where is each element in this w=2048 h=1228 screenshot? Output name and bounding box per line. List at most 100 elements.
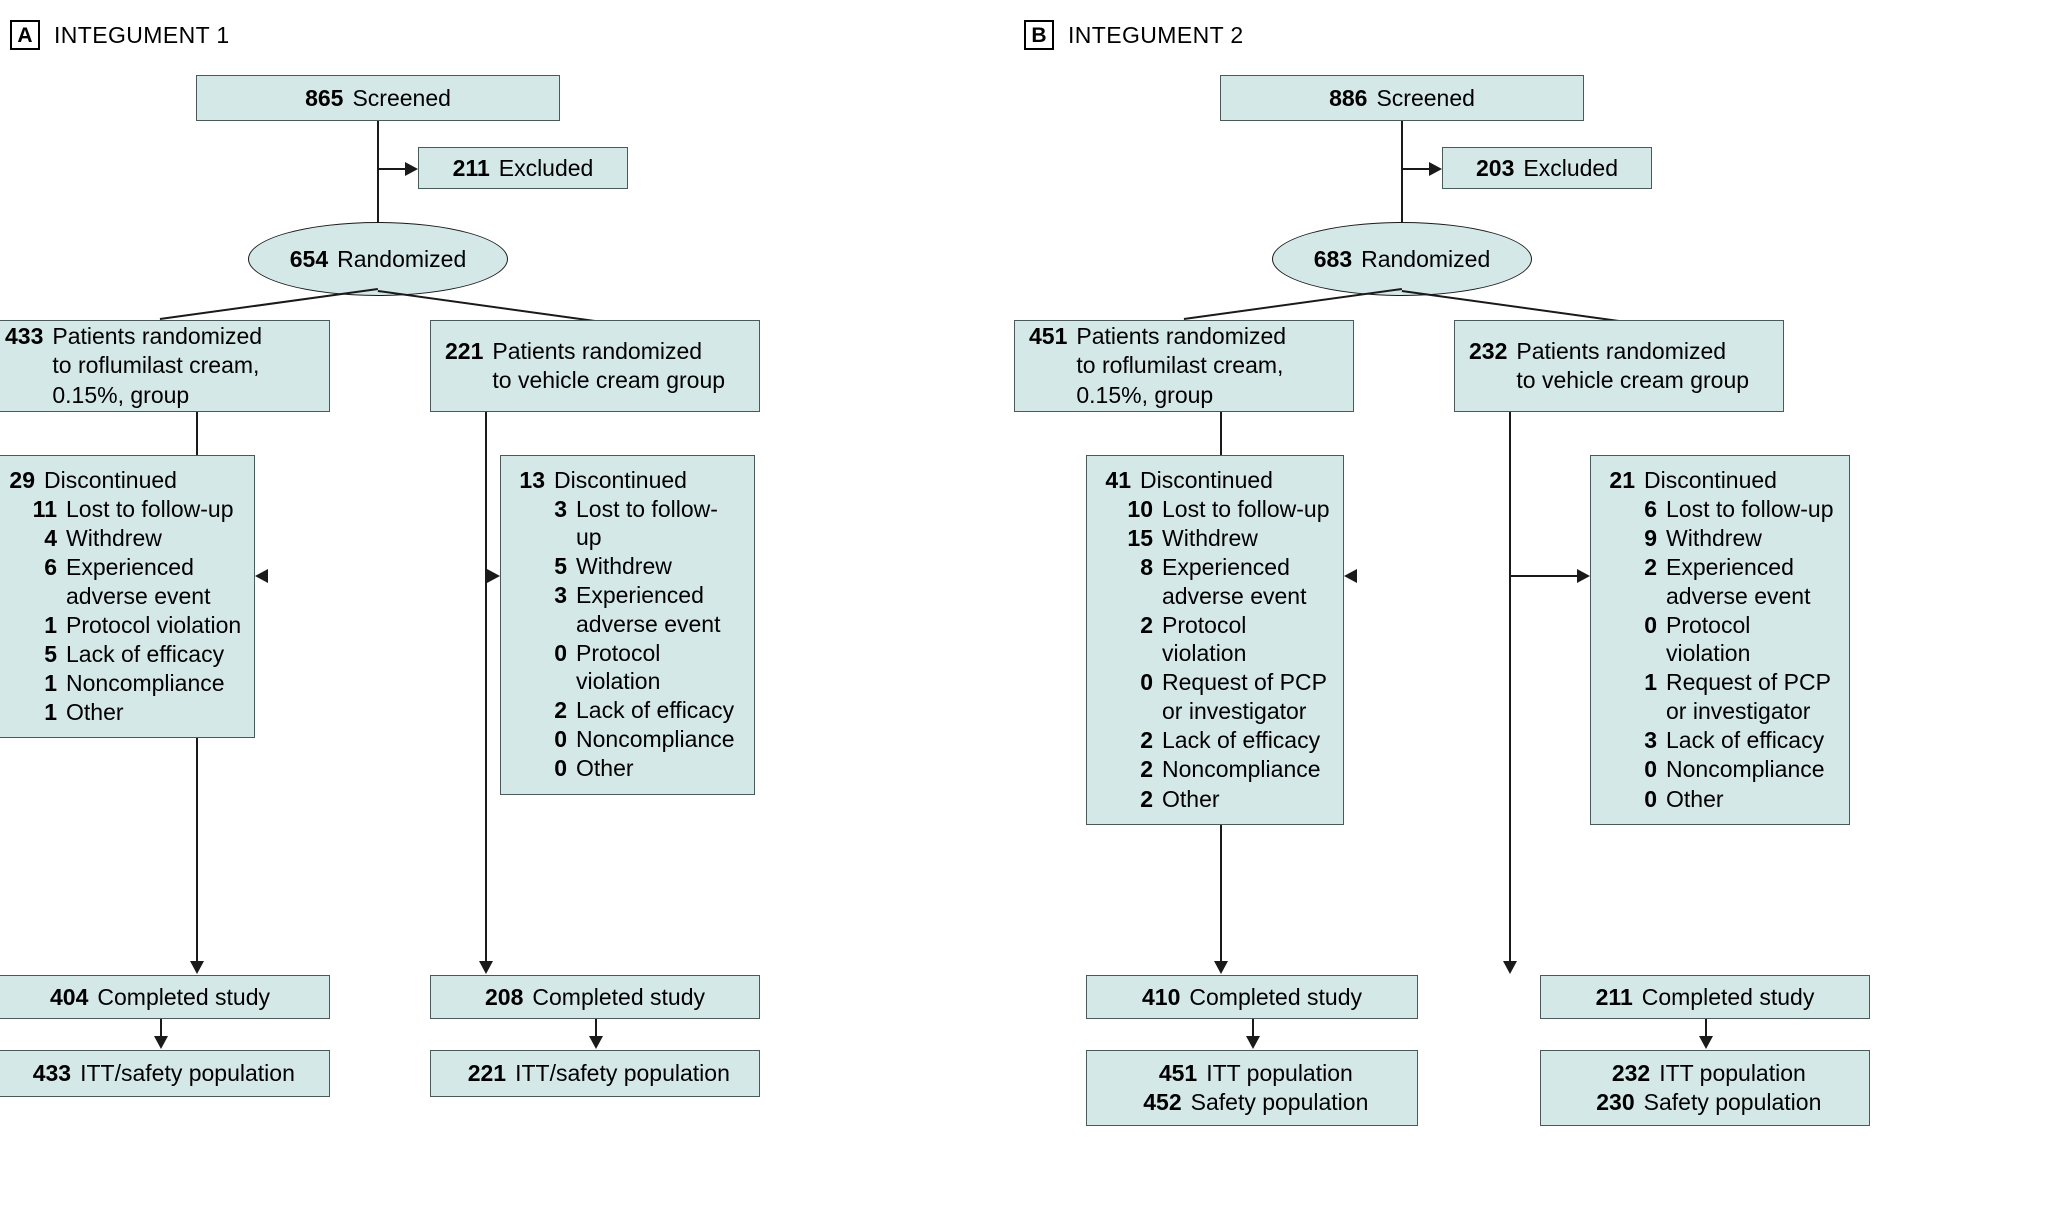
reason-label: Lost to follow-up (66, 496, 234, 523)
allocation-label: 0.15%, group (52, 381, 190, 408)
arrow-to-discontinued-1 (1344, 568, 1357, 583)
reason-label: Request of PCP (1162, 669, 1327, 696)
allocation-line: 4330.15%, group (5, 381, 315, 409)
allocation-line: 451to roflumilast cream, (1029, 351, 1339, 379)
population-label: Safety population (1643, 1089, 1822, 1116)
allocation-label: 0.15%, group (1076, 381, 1214, 408)
reason-label: Other (1162, 785, 1220, 812)
excluded-label: Excluded (1523, 154, 1618, 181)
panel-title: INTEGUMENT 2 (1068, 21, 1244, 48)
connector-discontinued-2 (1509, 575, 1578, 577)
arrow-to-discontinued-2 (487, 568, 500, 583)
randomized-label: Randomized (337, 245, 467, 272)
discontinued-reason: 1 Protocol violation (27, 611, 242, 639)
reason-label: adverse event (1162, 583, 1307, 610)
connector-completed-population-2 (595, 1019, 597, 1037)
reason-label: Protocol violation (1162, 612, 1247, 667)
reason-label: Noncompliance (1162, 756, 1321, 783)
arrow-to-completed-2 (1502, 961, 1517, 974)
reason-label: Experienced (576, 582, 704, 609)
reason-count: 3 (1644, 727, 1657, 754)
reason-count: 2 (1140, 756, 1153, 783)
population-count: 451 (1158, 1060, 1198, 1086)
connector-randomized-arm-2 (377, 290, 595, 322)
completed-label: Completed study (97, 983, 270, 1010)
reason-label: Lack of efficacy (66, 641, 225, 668)
reason-count: 9 (1644, 525, 1657, 552)
discontinued-reason: adverse event (1123, 582, 1331, 610)
randomized-count: 683 (1313, 245, 1353, 272)
reason-label: Experienced (66, 554, 194, 581)
reason-count: 10 (1127, 496, 1153, 523)
reason-label: Withdrew (1162, 525, 1258, 552)
discontinued-count: 21 (1609, 467, 1635, 493)
completed-box: 404 Completed study (0, 975, 330, 1019)
reason-label: Experienced (1666, 554, 1794, 581)
reason-label: Protocol violation (66, 612, 242, 639)
allocation-line: 433to roflumilast cream, (5, 351, 315, 379)
reason-label: Lost to follow-up (576, 496, 718, 551)
population-label: Safety population (1190, 1089, 1369, 1116)
arrow-to-population-1 (153, 1036, 168, 1049)
reason-label: Lost to follow-up (1666, 496, 1834, 523)
connector-completed-population-1 (160, 1019, 162, 1037)
reason-label: Noncompliance (66, 670, 225, 697)
reason-label: adverse event (576, 611, 721, 638)
reason-count: 1 (44, 699, 57, 726)
reason-label: adverse event (66, 583, 211, 610)
connector-screened-excluded (377, 168, 406, 170)
reason-count: 1 (44, 612, 57, 639)
connector-screened-excluded (1401, 168, 1430, 170)
allocation-count: 221 (445, 337, 484, 364)
reason-count: 11 (32, 496, 57, 523)
discontinued-count: 29 (9, 467, 35, 493)
connector-screened-randomized (377, 121, 379, 222)
discontinued-reason: adverse event (537, 610, 742, 638)
discontinued-reason: 2 Noncompliance (1123, 755, 1331, 783)
reason-count: 0 (554, 640, 567, 667)
reason-count: 3 (554, 582, 567, 609)
discontinued-reason: adverse event (27, 582, 242, 610)
discontinued-reason: 15 Withdrew (1123, 524, 1331, 552)
reason-count: 5 (554, 553, 567, 580)
completed-count: 404 (50, 983, 89, 1010)
reason-count: 15 (1127, 525, 1153, 552)
connector-randomized-arm-1 (1183, 288, 1402, 320)
completed-count: 211 (1595, 983, 1633, 1010)
arrow-to-completed-1 (189, 961, 204, 974)
reason-count: 5 (44, 641, 57, 668)
reason-label: Lack of efficacy (576, 697, 735, 724)
